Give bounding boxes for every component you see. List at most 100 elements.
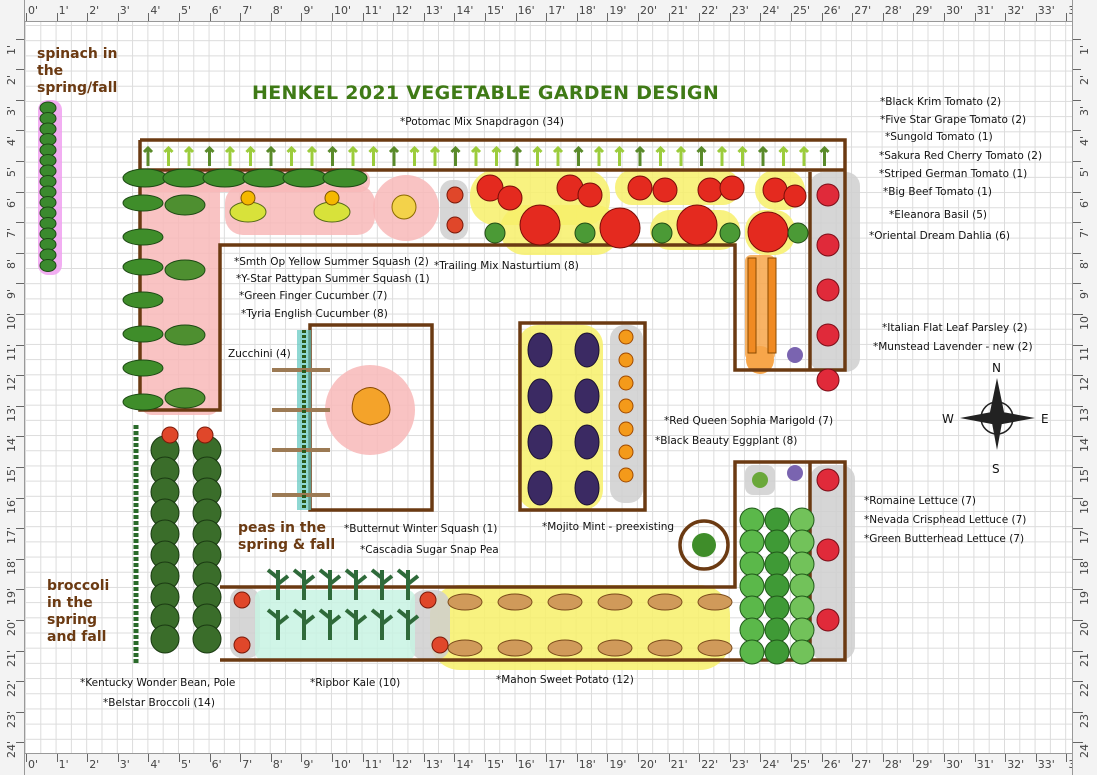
label-butterhead[interactable]: *Green Butterhead Lettuce (7) — [864, 533, 1025, 545]
ruler-tick — [240, 13, 242, 21]
label-nasturtium[interactable]: *Trailing Mix Nasturtium (8) — [434, 260, 579, 272]
lettuce-icon — [764, 617, 790, 643]
basil-icon — [484, 222, 506, 244]
label-broccoli[interactable]: *Belstar Broccoli (14) — [103, 697, 215, 709]
ruler-tick — [1073, 69, 1081, 71]
label-black-krim[interactable]: *Black Krim Tomato (2) — [880, 96, 1002, 108]
label-sakura[interactable]: *Sakura Red Cherry Tomato (2) — [879, 150, 1043, 162]
cucumber-icon — [122, 393, 164, 411]
basil-icon — [651, 222, 673, 244]
label-eggplant[interactable]: *Black Beauty Eggplant (8) — [655, 435, 798, 447]
label-lavender[interactable]: *Munstead Lavender - new (2) — [873, 341, 1033, 353]
label-yellow-squash[interactable]: *Smth Op Yellow Summer Squash (2) — [234, 256, 429, 268]
ruler-tick-label: 8' — [272, 758, 283, 771]
ruler-tick-label: 4' — [150, 4, 161, 17]
ruler-tick-label: 14' — [456, 4, 474, 17]
label-romaine[interactable]: *Romaine Lettuce (7) — [864, 495, 976, 507]
pattypan-icon — [391, 194, 417, 220]
ruler-tick-label: 24' — [762, 4, 780, 17]
label-dahlia[interactable]: *Oriental Dream Dahlia (6) — [869, 230, 1010, 242]
label-pattypan[interactable]: *Y-Star Pattypan Summer Squash (1) — [236, 273, 430, 285]
ruler-tick-label: 3' — [119, 758, 130, 771]
ruler-tick — [485, 13, 486, 21]
kale-icon — [266, 608, 290, 640]
cucumber-icon — [322, 168, 368, 188]
ruler-tick — [117, 754, 119, 762]
ruler-tick — [16, 222, 24, 224]
dahlia-icon — [816, 468, 840, 492]
note-line: the — [37, 63, 64, 79]
label-striped-german[interactable]: *Striped German Tomato (1) — [879, 168, 1028, 180]
ruler-tick — [1073, 436, 1081, 438]
compass-south: S — [992, 462, 1000, 476]
label-nevada[interactable]: *Nevada Crisphead Lettuce (7) — [864, 514, 1027, 526]
label-big-beef[interactable]: *Big Beef Tomato (1) — [883, 186, 992, 198]
zucchini-icon — [164, 324, 206, 346]
ruler-tick — [423, 13, 425, 21]
ruler-tick-label: 23' — [731, 4, 749, 17]
ruler-tick — [270, 754, 272, 762]
snapdragon-icon — [409, 145, 420, 166]
ruler-tick-label: 27' — [854, 758, 872, 771]
snapdragon-icon — [429, 145, 441, 166]
parsley-icon — [752, 472, 768, 488]
nasturtium-icon — [446, 186, 464, 204]
sweet-potato-icon — [497, 639, 533, 657]
label-tyria[interactable]: *Tyria English Cucumber (8) — [241, 308, 388, 320]
label-snapdragon[interactable]: *Potomac Mix Snapdragon (34) — [400, 116, 564, 128]
snapdragon-icon — [327, 145, 338, 166]
tomato-icon — [652, 177, 678, 203]
ruler-tick-label: 11' — [364, 4, 382, 17]
kale-icon — [266, 568, 290, 600]
snapdragon-icon — [224, 145, 236, 166]
label-zucchini[interactable]: Zucchini (4) — [228, 348, 291, 360]
label-snap-pea[interactable]: *Cascadia Sugar Snap Pea — [360, 544, 499, 556]
label-five-star[interactable]: *Five Star Grape Tomato (2) — [880, 114, 1027, 126]
ruler-tick-label: 10' — [334, 4, 352, 17]
label-parsley[interactable]: *Italian Flat Leaf Parsley (2) — [882, 322, 1028, 334]
snapdragon-icon — [163, 145, 174, 166]
sweet-potato-icon — [547, 593, 583, 611]
tomato-icon — [519, 204, 561, 246]
ruler-tick-label: 11' — [364, 758, 382, 771]
nasturtium-icon — [233, 591, 251, 609]
nasturtium-icon — [161, 426, 179, 444]
cucumber-icon — [122, 359, 164, 377]
note-line: spring — [47, 612, 98, 628]
label-marigold[interactable]: *Red Queen Sophia Marigold (7) — [664, 415, 834, 427]
ruler-tick — [1073, 742, 1081, 744]
ruler-tick-label: 19' — [609, 4, 627, 17]
label-mint[interactable]: *Mojito Mint - preexisting — [542, 521, 675, 533]
kale-icon — [370, 608, 394, 640]
snapdragon-icon — [511, 145, 523, 166]
label-butternut[interactable]: *Butternut Winter Squash (1) — [344, 523, 498, 535]
label-kale[interactable]: *Ripbor Kale (10) — [310, 677, 401, 689]
ruler-tick — [485, 754, 486, 762]
label-green-finger[interactable]: *Green Finger Cucumber (7) — [239, 290, 388, 302]
cucumber-icon — [122, 194, 164, 212]
ruler-tick-label: 13' — [425, 4, 443, 17]
ruler-tick — [301, 13, 303, 21]
ruler-tick-label: 6' — [211, 4, 222, 17]
nasturtium-icon — [419, 591, 437, 609]
ruler-tick — [944, 754, 945, 762]
ruler-tick-label: 4' — [150, 758, 161, 771]
cucumber-icon — [122, 168, 168, 188]
label-sweet-potato[interactable]: *Mahon Sweet Potato (12) — [496, 674, 634, 686]
ruler-tick — [1005, 13, 1007, 21]
lettuce-icon — [789, 507, 815, 533]
ruler-tick-label: 19' — [609, 758, 627, 771]
ruler-tick — [454, 13, 456, 21]
snapdragon-icon — [573, 145, 584, 166]
ruler-tick-label: 2' — [89, 758, 100, 771]
label-bean[interactable]: *Kentucky Wonder Bean, Pole — [80, 677, 236, 689]
note-line: spring/fall — [37, 80, 118, 96]
ruler-tick — [974, 13, 976, 21]
label-sungold[interactable]: *Sungold Tomato (1) — [885, 131, 993, 143]
ruler-tick — [209, 754, 211, 762]
tomato-icon — [497, 185, 523, 211]
kale-icon — [318, 568, 342, 600]
label-basil[interactable]: *Eleanora Basil (5) — [889, 209, 988, 221]
ruler-tick-label: 26' — [823, 4, 841, 17]
snapdragon-icon — [634, 145, 646, 166]
